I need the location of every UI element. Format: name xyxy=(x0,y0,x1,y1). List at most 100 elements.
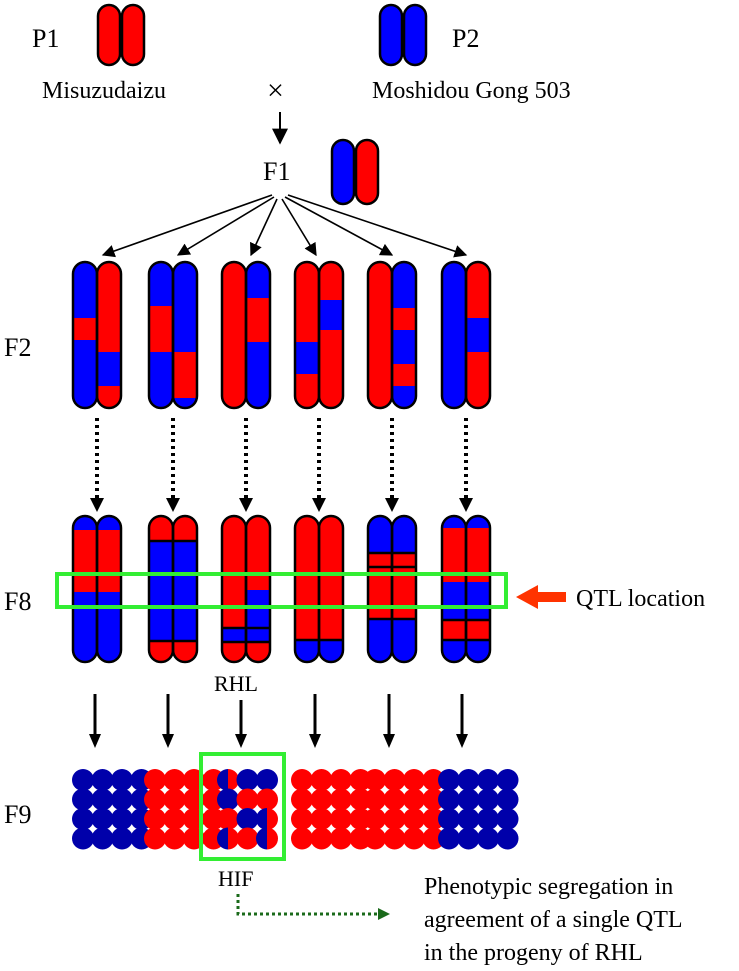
f2-to-f8-arrowheads xyxy=(90,498,473,512)
f8-chromosome-6 xyxy=(440,514,492,664)
f8-chromosome-4 xyxy=(293,514,345,664)
f9-plant xyxy=(403,808,425,830)
f1-to-f2-arrows xyxy=(101,194,468,258)
f1-chromosome xyxy=(330,138,380,206)
f9-plant xyxy=(457,827,480,850)
f9-plant xyxy=(111,788,133,811)
f9-progeny-grids xyxy=(72,769,519,850)
f9-plant-half-blue xyxy=(217,827,228,850)
f9-plant xyxy=(236,769,259,791)
f9-plant xyxy=(477,827,499,850)
f9-plant xyxy=(217,808,239,830)
note-line-1: Phenotypic segregation in xyxy=(424,874,673,900)
f2-chromosome-1 xyxy=(71,260,123,410)
f9-plant xyxy=(72,769,94,791)
qtl-arrow xyxy=(516,585,566,609)
f9-plant xyxy=(457,808,480,830)
p1-label: P1 xyxy=(32,24,59,53)
f8-to-f9-arrows xyxy=(93,694,464,736)
f9-plant xyxy=(111,808,133,830)
f9-plant xyxy=(163,769,186,791)
f2-chromosome-2 xyxy=(147,260,199,410)
f9-plant xyxy=(364,788,386,811)
f9-plant xyxy=(477,808,499,830)
f9-plant xyxy=(256,769,278,791)
f9-plant xyxy=(457,788,480,811)
f9-plant xyxy=(72,827,94,850)
f9-plant xyxy=(438,769,460,791)
f9-plant xyxy=(364,827,386,850)
f2-chromosome-3 xyxy=(220,260,272,410)
f9-plant xyxy=(291,788,313,811)
f9-plant xyxy=(403,769,425,791)
f9-plant xyxy=(330,808,352,830)
p1-chromosome xyxy=(96,3,146,67)
f9-plant xyxy=(163,808,186,830)
f9-plant xyxy=(422,808,445,830)
f9-plant xyxy=(236,788,259,811)
f9-plant xyxy=(496,769,519,791)
f9-plant xyxy=(496,827,519,850)
f9-plant xyxy=(111,769,133,791)
qtl-location-label: QTL location xyxy=(576,586,705,612)
f8-chromosome-1 xyxy=(71,514,123,664)
rhl-label: RHL xyxy=(214,671,258,696)
f9-plant xyxy=(403,788,425,811)
f9-plant-half-red xyxy=(228,827,240,850)
f9-plant xyxy=(477,769,499,791)
f8-chromosome-2 xyxy=(147,514,199,664)
f9-plant xyxy=(291,769,313,791)
f9-plant xyxy=(91,788,114,811)
f9-plant xyxy=(330,788,352,811)
f9-plant xyxy=(383,769,406,791)
f9-plant xyxy=(496,808,519,830)
f9-plant xyxy=(144,827,166,850)
note-line-3: in the progeny of RHL xyxy=(424,940,643,966)
f9-plant xyxy=(422,827,445,850)
hif-highlight-box xyxy=(199,752,286,861)
f9-plant-half-blue xyxy=(217,769,228,791)
f9-plant xyxy=(144,769,166,791)
f2-label: F2 xyxy=(4,333,31,362)
f9-plant-half-blue xyxy=(256,808,267,830)
f2-chromosome-4 xyxy=(293,260,345,410)
f9-plant xyxy=(310,788,333,811)
f9-plant xyxy=(310,827,333,850)
f9-plant xyxy=(91,808,114,830)
f9-plant xyxy=(236,827,259,850)
f9-plant xyxy=(496,788,519,811)
f9-plant xyxy=(364,769,386,791)
f9-plant xyxy=(144,808,166,830)
f9-plant xyxy=(91,769,114,791)
f8-chromosome-rhl xyxy=(220,514,272,664)
f8-chromosome-5 xyxy=(366,514,418,664)
f9-plant xyxy=(163,827,186,850)
f9-label: F9 xyxy=(4,800,31,829)
hif-note-arrow xyxy=(236,894,380,916)
f9-plant xyxy=(438,827,460,850)
f9-plant xyxy=(310,769,333,791)
f2-chromosome-6 xyxy=(440,260,492,410)
f1-label: F1 xyxy=(263,157,290,186)
f9-plant xyxy=(422,769,445,791)
f8-to-f9-arrowheads xyxy=(89,734,468,748)
f9-plant xyxy=(364,808,386,830)
f9-plant xyxy=(72,788,94,811)
f9-plant xyxy=(438,808,460,830)
f9-plant xyxy=(91,827,114,850)
f9-plant xyxy=(383,788,406,811)
f9-plant-half-blue xyxy=(256,827,267,850)
f8-label: F8 xyxy=(4,587,31,616)
f9-plant xyxy=(291,808,313,830)
f9-plant xyxy=(163,788,186,811)
f9-plant xyxy=(422,788,445,811)
f2-to-f8-arrows xyxy=(95,418,468,500)
f9-plant xyxy=(457,769,480,791)
p2-label: P2 xyxy=(452,24,479,53)
f9-plant-half-red xyxy=(267,808,278,830)
note-line-2: agreement of a single QTL xyxy=(424,907,683,933)
f9-plant xyxy=(438,788,460,811)
f9-plant xyxy=(383,808,406,830)
f9-plant xyxy=(330,827,352,850)
